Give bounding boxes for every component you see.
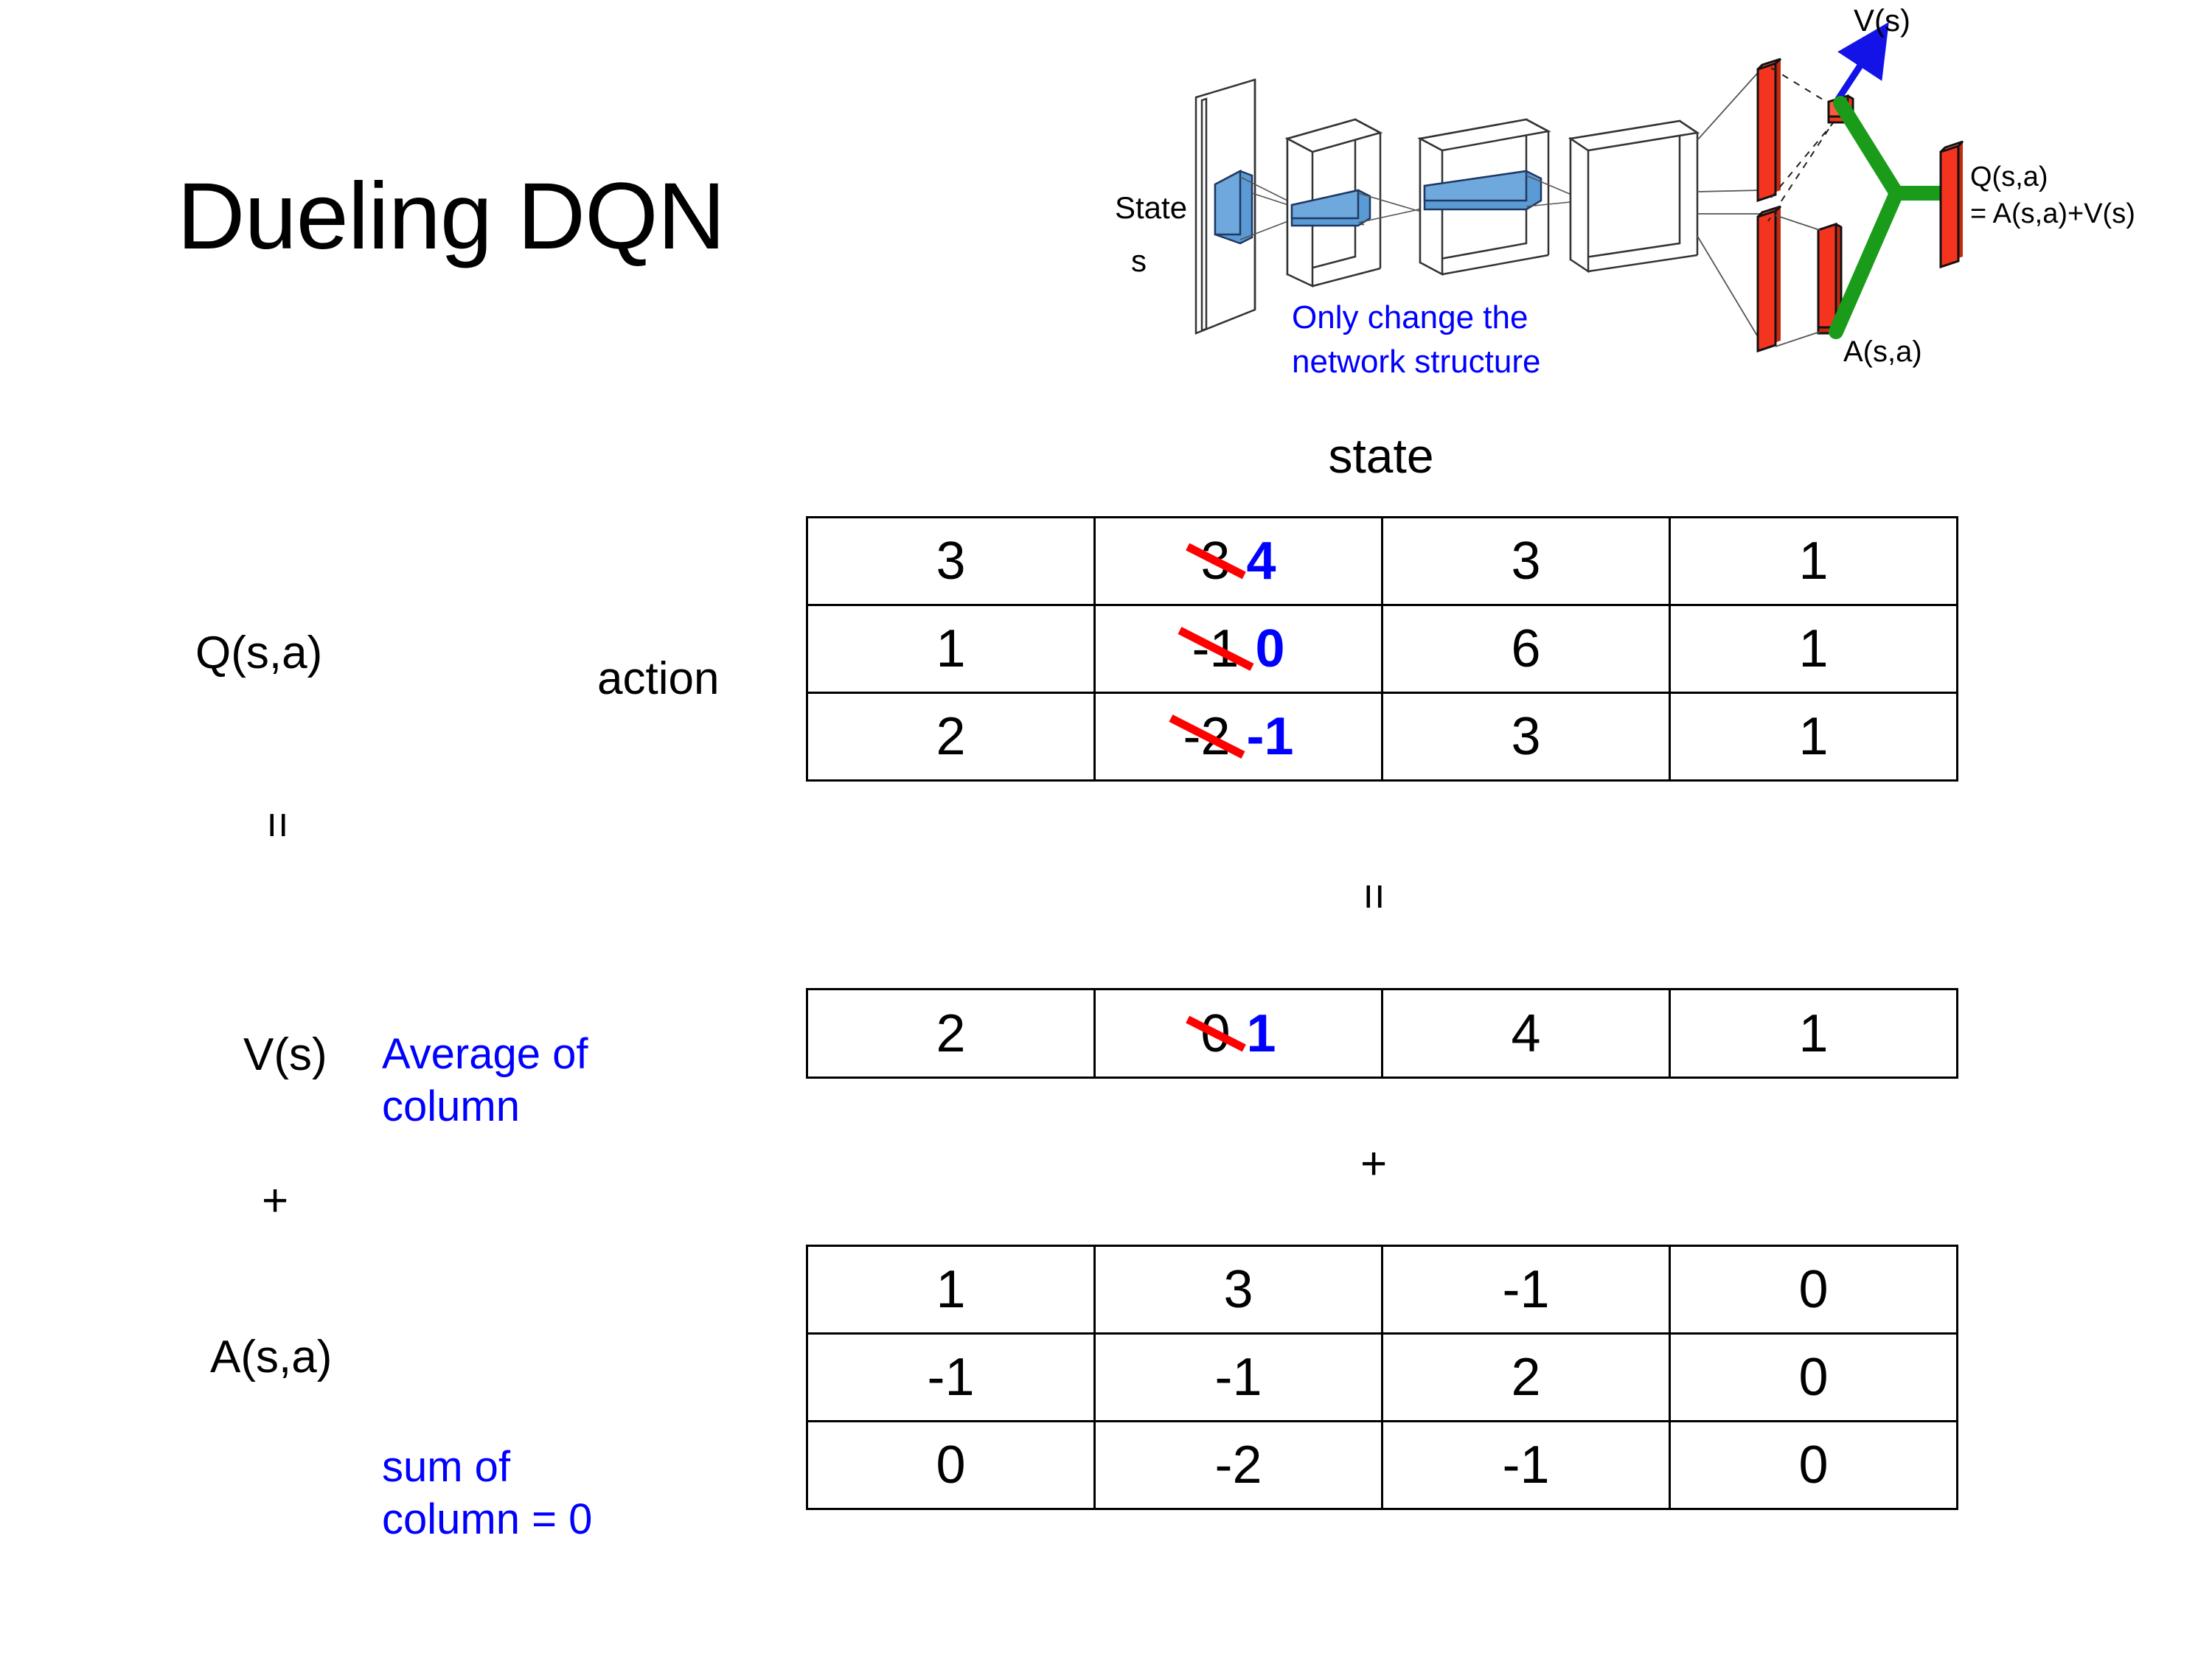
- plus-sign-left: +: [262, 1175, 289, 1226]
- action-axis-label: action: [597, 653, 720, 704]
- conv-filter-1-icon: [1290, 189, 1371, 227]
- a-table-note-line1: sum of: [382, 1443, 511, 1491]
- input-label-line2: s: [1131, 243, 1147, 278]
- table-cell: -2: [1093, 1420, 1383, 1510]
- corrected-cell: -2 -1: [1183, 710, 1293, 763]
- q-output-label-line1: Q(s,a): [1970, 161, 2048, 192]
- conv-filter-2-icon: [1423, 170, 1543, 211]
- conv-block-1-icon: [1284, 118, 1383, 288]
- corrected-value: 4: [1246, 532, 1276, 591]
- table-cell: -2 -1: [1093, 692, 1383, 782]
- a-table-label: A(s,a): [210, 1332, 333, 1382]
- table-cell: 3: [1381, 692, 1671, 782]
- advantage-head-label: A(s,a): [1843, 335, 1922, 368]
- a-table-note: sum of column = 0: [382, 1441, 592, 1546]
- table-cell: 1: [806, 604, 1096, 694]
- input-label-line1: State: [1115, 190, 1187, 225]
- struck-value: -1: [1192, 619, 1239, 678]
- state-axis-label: state: [1328, 428, 1434, 483]
- corrected-value: 1: [1246, 1004, 1276, 1063]
- struck-value: -2: [1183, 707, 1231, 766]
- q-table-label: Q(s,a): [195, 627, 323, 678]
- table-cell: 0: [806, 1420, 1096, 1510]
- table-cell: 1: [1669, 604, 1958, 694]
- combine-link-icon: [1829, 96, 1952, 339]
- input-filter-icon: [1214, 169, 1253, 245]
- advantage-stream-bar-icon: [1756, 205, 1781, 353]
- table-cell: 2: [806, 988, 1096, 1079]
- network-note-line1: Only change the: [1292, 299, 1528, 335]
- table-cell: -1: [806, 1332, 1096, 1422]
- table-cell: 3: [806, 516, 1096, 606]
- v-table-note-line1: Average of: [382, 1030, 588, 1078]
- table-cell: -1: [1381, 1245, 1671, 1335]
- dueling-network-diagram: V(s) Q(s,a) = A(s,a)+V(s) A(s,a) State s: [1099, 0, 2212, 413]
- table-cell: 0: [1669, 1245, 1958, 1335]
- network-note-line2: network structure: [1292, 344, 1540, 380]
- equals-sign-left: =: [252, 811, 304, 839]
- struck-value: 3: [1200, 532, 1231, 591]
- v-table-note-line2: column: [382, 1082, 520, 1130]
- fc-block-icon: [1568, 119, 1700, 274]
- struck-value: 0: [1200, 1004, 1231, 1063]
- table-cell: -1 0: [1093, 604, 1383, 694]
- table-cell: 1: [1669, 692, 1958, 782]
- q-output-label-line2: = A(s,a)+V(s): [1970, 198, 2135, 229]
- v-table-note: Average of column: [382, 1029, 588, 1133]
- corrected-value: 0: [1255, 619, 1285, 678]
- table-cell: -1: [1093, 1332, 1383, 1422]
- table-cell: 0: [1669, 1332, 1958, 1422]
- table-cell: -1: [1381, 1420, 1671, 1510]
- page-title: Dueling DQN: [177, 164, 726, 269]
- value-head-label: V(s): [1854, 3, 1910, 38]
- q-output-bar-icon: [1939, 140, 1964, 269]
- table-cell: 6: [1381, 604, 1671, 694]
- table-cell: 3: [1381, 516, 1671, 606]
- table-cell: 1: [1669, 988, 1958, 1079]
- table-cell: 3: [1093, 1245, 1383, 1335]
- table-cell: 4: [1381, 988, 1671, 1079]
- value-stream-bar-icon: [1756, 58, 1781, 203]
- table-cell: 2: [806, 692, 1096, 782]
- corrected-value: -1: [1246, 707, 1294, 766]
- table-cell: 1: [806, 1245, 1096, 1335]
- v-table-label: V(s): [243, 1029, 327, 1080]
- a-table-note-line2: column = 0: [382, 1495, 593, 1543]
- equals-sign-middle: =: [1349, 883, 1400, 911]
- table-cell: 2: [1381, 1332, 1671, 1422]
- corrected-cell: -1 0: [1192, 622, 1284, 675]
- plus-sign-middle: +: [1360, 1138, 1388, 1189]
- value-output-arrow-icon: [1834, 21, 1889, 102]
- table-cell: 1: [1669, 516, 1958, 606]
- table-cell: 0: [1669, 1420, 1958, 1510]
